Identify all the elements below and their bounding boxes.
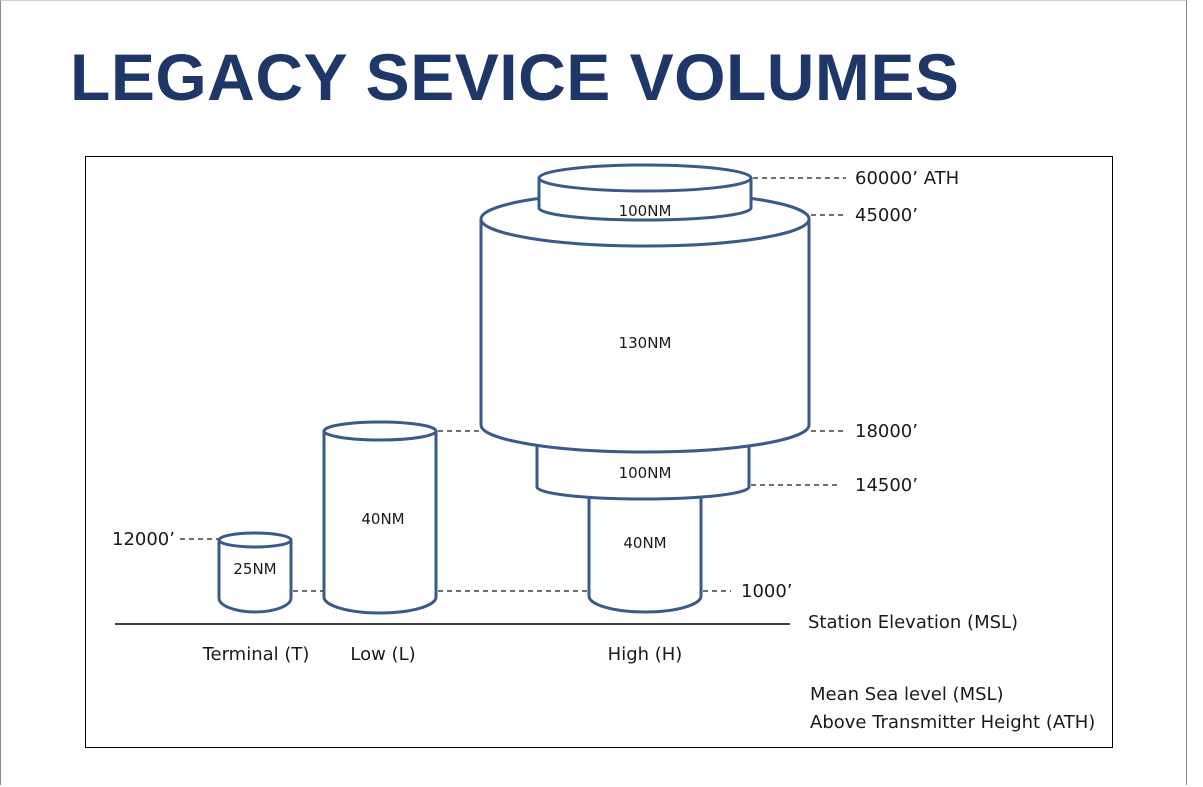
category-label-high: High (H) bbox=[608, 644, 683, 665]
altitude-label-14500: 14500’ bbox=[855, 475, 918, 496]
low-cylinder: 40NM bbox=[322, 420, 438, 615]
terminal-cylinder: 25NM bbox=[217, 531, 293, 614]
high-lower-body bbox=[587, 490, 703, 614]
low-body bbox=[322, 431, 438, 615]
high-middle-radius-label: 100NM bbox=[619, 464, 672, 482]
altitude-label-12000: 12000’ bbox=[112, 529, 175, 550]
high-lower-radius-label: 40NM bbox=[623, 534, 666, 552]
high-middle-cylinder: 100NM bbox=[535, 440, 751, 501]
high-main-radius-label: 130NM bbox=[619, 334, 672, 352]
altitude-label-60000: 60000’ ATH bbox=[855, 168, 959, 189]
legend-ath: Above Transmitter Height (ATH) bbox=[810, 712, 1095, 733]
high-main-body bbox=[479, 219, 811, 454]
high-top-top bbox=[537, 163, 753, 193]
high-top-cylinder: 100NM bbox=[537, 163, 753, 222]
low-top bbox=[322, 420, 438, 442]
altitude-label-45000: 45000’ bbox=[855, 205, 918, 226]
station-elevation-label: Station Elevation (MSL) bbox=[808, 612, 1018, 633]
terminal-radius-label: 25NM bbox=[233, 560, 276, 578]
category-label-low: Low (L) bbox=[350, 644, 415, 665]
legend-msl: Mean Sea level (MSL) bbox=[810, 684, 1004, 705]
category-label-terminal: Terminal (T) bbox=[202, 644, 310, 665]
terminal-top bbox=[217, 531, 293, 549]
high-lower-cylinder: 40NM bbox=[587, 490, 703, 614]
high-main-cylinder: 130NM bbox=[479, 190, 811, 454]
high-top-radius-label: 100NM bbox=[619, 202, 672, 220]
slide-title: LEGACY SEVICE VOLUMES bbox=[70, 40, 960, 114]
high-middle-body bbox=[535, 440, 751, 501]
terminal-body bbox=[217, 540, 293, 614]
altitude-label-1000: 1000’ bbox=[741, 581, 793, 602]
low-radius-label: 40NM bbox=[361, 510, 404, 528]
altitude-label-18000: 18000’ bbox=[855, 421, 918, 442]
